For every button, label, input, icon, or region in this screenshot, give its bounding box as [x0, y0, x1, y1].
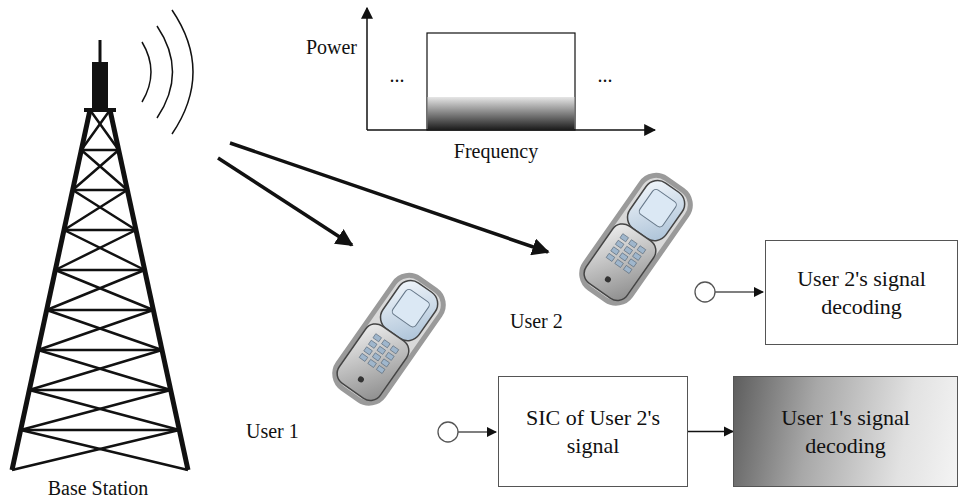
process-box: SIC of User 2's signal: [498, 376, 688, 487]
flow-arrow: [688, 431, 733, 432]
axis-label: Power: [306, 36, 357, 58]
power-frequency-plot: [367, 8, 655, 130]
phone-icon: [328, 268, 451, 410]
user-label: User 2: [510, 310, 563, 332]
axis-label: Frequency: [454, 140, 538, 162]
station-label: Base Station: [48, 477, 149, 499]
phone-icon: [575, 168, 698, 310]
ellipsis: ...: [598, 64, 613, 86]
box-text: User 2's signal decoding: [776, 265, 947, 320]
box-text: User 1's signal decoding: [744, 404, 947, 459]
process-box: User 2's signal decoding: [765, 240, 958, 345]
ellipsis: ...: [390, 64, 405, 86]
process-box: User 1's signal decoding: [733, 376, 958, 487]
radio-waves: [142, 10, 193, 134]
tower-symbol: [12, 40, 188, 470]
user-label: User 1: [246, 420, 299, 442]
box-text: SIC of User 2's signal: [509, 404, 677, 459]
